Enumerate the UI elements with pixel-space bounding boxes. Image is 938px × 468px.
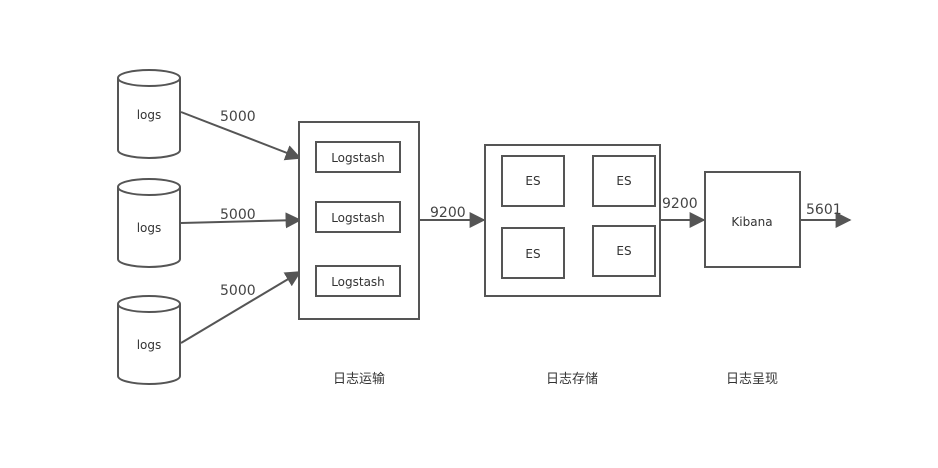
es-label-4: ES [616, 244, 631, 258]
logs-cylinder-2: logs [117, 178, 181, 268]
logstash-label-1: Logstash [331, 151, 385, 165]
es-label-2: ES [616, 174, 631, 188]
logstash-box-3 [315, 265, 401, 297]
section-label-display: 日志呈现 [726, 372, 778, 387]
section-label-storage: 日志存储 [546, 372, 598, 387]
es-node-1 [501, 155, 565, 207]
logstash-box-2 [315, 201, 401, 233]
edge-logs3-logstash [180, 271, 302, 344]
logs-cylinder-1: logs [117, 69, 181, 159]
port-label-5000-2: 5000 [220, 207, 256, 223]
es-node-3 [501, 227, 565, 279]
logs-cylinder-3: logs [117, 295, 181, 385]
edge-logs2-logstash [180, 212, 302, 229]
edge-logs1-logstash [180, 111, 302, 161]
logstash-label-2: Logstash [331, 211, 385, 225]
logs-label-1: logs [137, 108, 162, 122]
kibana-box [704, 171, 801, 268]
port-label-5601: 5601 [806, 202, 842, 218]
logs-label-2: logs [137, 221, 162, 235]
logstash-box-1 [315, 141, 401, 173]
section-label-transport: 日志运输 [333, 371, 385, 387]
kibana-label: Kibana [731, 215, 772, 229]
es-node-4 [592, 225, 656, 277]
es-label-1: ES [525, 174, 540, 188]
logstash-label-3: Logstash [331, 275, 385, 289]
port-label-5000-3: 5000 [220, 283, 256, 299]
port-label-9200-es: 9200 [662, 196, 698, 212]
es-label-3: ES [525, 247, 540, 261]
port-label-5000-1: 5000 [220, 109, 256, 125]
logs-label-3: logs [137, 338, 162, 352]
port-label-9200-logstash: 9200 [430, 205, 466, 221]
es-node-2 [592, 155, 656, 207]
